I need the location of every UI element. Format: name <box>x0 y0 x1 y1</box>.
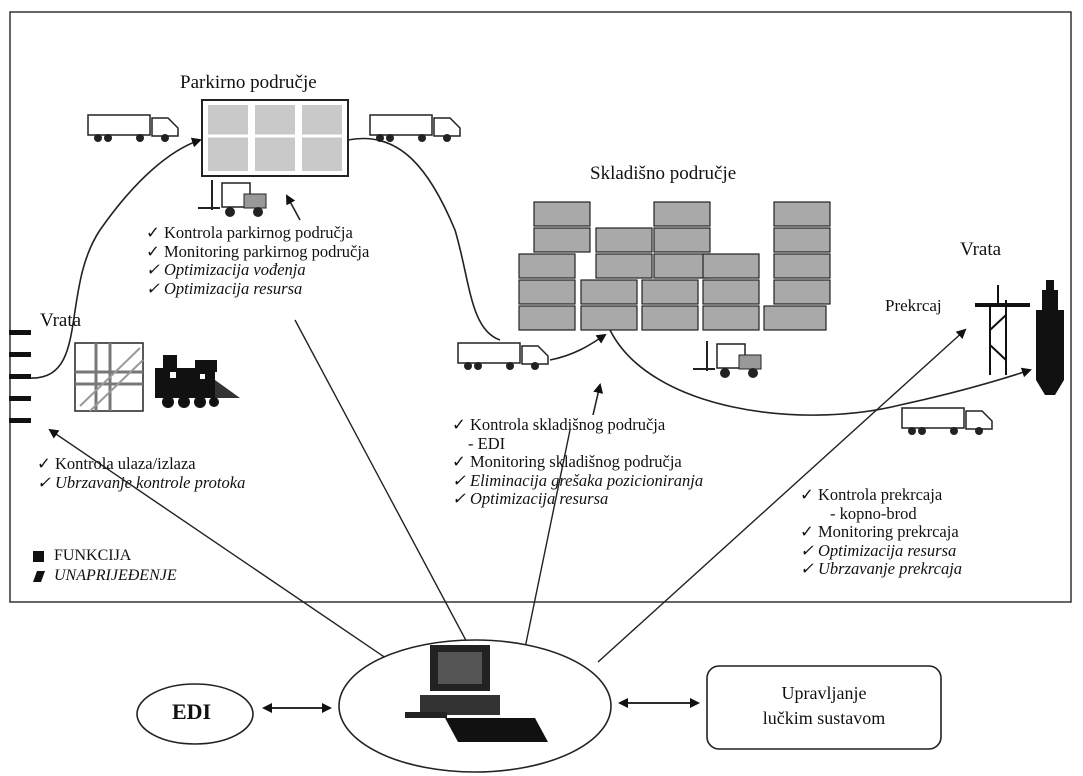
transshipment-item-1: ✓Optimizacija resursa <box>800 540 962 561</box>
storage-item-0: ✓Monitoring skladišnog područja <box>452 452 703 472</box>
storage-item-control: ✓Kontrola skladišnog područja <box>452 415 666 434</box>
arrow-storage-indicator <box>592 383 604 416</box>
locomotive-icon <box>155 355 240 408</box>
storage-item-text: Monitoring skladišnog područja <box>470 452 682 471</box>
link-storage-computer <box>524 429 571 649</box>
parking-item-1: ✓Monitoring parkirnog područja <box>146 241 370 262</box>
parking-item-text: Optimizacija resursa <box>164 278 303 298</box>
storage-item-1: ✓Eliminacija grešaka pozicioniranja <box>452 470 704 491</box>
legend-function-label: FUNKCIJA <box>54 547 132 564</box>
management-box <box>706 665 942 750</box>
gate-left-icon <box>9 330 31 423</box>
gate-item-text: Kontrola ulaza/izlaza <box>55 454 196 473</box>
storage-item-text: Optimizacija resursa <box>470 489 609 508</box>
transshipment-item-2: ✓Ubrzavanje prekrcaja <box>800 559 963 579</box>
storage-item-edi: - EDI <box>468 433 506 453</box>
edi-ellipse <box>136 683 254 745</box>
transshipment-item-text: Ubrzavanje prekrcaja <box>818 559 963 578</box>
truck-icon-3 <box>457 342 549 370</box>
gate-left-label: Vrata <box>40 310 82 331</box>
link-gate-computer <box>48 428 431 689</box>
forklift-icon-2 <box>693 341 762 378</box>
legend-improvement-swatch <box>33 571 45 582</box>
check-icon: ✓ <box>37 454 51 473</box>
arrow-parking-indicator <box>286 194 301 221</box>
storage-item-text: Eliminacija grešaka pozicioniranja <box>470 470 704 490</box>
crane-icon <box>975 285 1030 375</box>
parking-area-title: Parkirno područje <box>180 72 317 93</box>
management-label-line2: lučkim sustavom <box>762 708 886 728</box>
flow-storage-in <box>549 333 607 361</box>
transshipment-item-text: Monitoring prekrcaja <box>818 522 959 541</box>
check-icon: ✓ <box>452 470 466 490</box>
truck-icon-1 <box>87 114 179 142</box>
gate-item-text: Ubrzavanje kontrole protoka <box>55 472 246 492</box>
truck-icon-2 <box>369 114 461 142</box>
transshipment-item-0: ✓Monitoring prekrcaja <box>800 522 962 542</box>
check-icon: ✓ <box>37 472 51 492</box>
parking-item-2: ✓Optimizacija vođenja <box>146 260 369 280</box>
transshipment-item-text: Optimizacija resursa <box>818 540 957 560</box>
parking-item-text: Kontrola parkirnog područja <box>164 223 353 242</box>
parking-lot-icon <box>201 99 349 177</box>
storage-function-list: ✓Kontrola skladišnog područja - EDI ✓Mon… <box>452 415 704 509</box>
parking-item-3: ✓Optimizacija resursa <box>146 278 369 299</box>
gate-function-list: ✓Kontrola ulaza/izlaza✓Ubrzavanje kontro… <box>37 454 246 493</box>
check-icon: ✓ <box>146 241 160 261</box>
transshipment-function-list: ✓Kontrola prekrcaja - kopno-brod ✓Monito… <box>800 485 963 579</box>
parking-item-0: ✓Kontrola parkirnog područja <box>146 223 369 243</box>
management-label-line1: Upravljanje <box>781 683 867 703</box>
link-transshipment-computer <box>597 328 967 663</box>
check-icon: ✓ <box>452 452 466 471</box>
link-parking-computer <box>294 319 471 649</box>
edi-label: EDI <box>172 699 212 724</box>
legend-function-swatch <box>33 551 44 562</box>
road-junction-icon <box>74 342 144 412</box>
parking-item-text: Optimizacija vođenja <box>164 260 306 279</box>
gate-item-1: ✓Ubrzavanje kontrole protoka <box>37 472 246 493</box>
check-icon: ✓ <box>146 278 160 298</box>
port-frame <box>9 11 1072 603</box>
transshipment-label: Prekrcaj <box>885 296 942 315</box>
check-icon: ✓ <box>146 223 160 242</box>
gate-item-0: ✓Kontrola ulaza/izlaza <box>37 454 245 474</box>
storage-area-title: Skladišno područje <box>590 163 737 184</box>
container-stacks-icon <box>518 201 831 331</box>
parking-function-list: ✓Kontrola parkirnog područja✓Monitoring … <box>146 223 370 299</box>
flow-storage-to-ship <box>609 329 1032 416</box>
computer-icon <box>405 645 548 742</box>
forklift-icon-1 <box>198 180 267 217</box>
transshipment-item-land-ship: - kopno-brod <box>830 503 917 523</box>
check-icon: ✓ <box>800 559 814 578</box>
storage-item-2: ✓Optimizacija resursa <box>452 489 703 509</box>
check-icon: ✓ <box>800 522 814 541</box>
truck-icon-4 <box>901 407 993 435</box>
flow-parking-to-storage <box>347 137 501 341</box>
parking-item-text: Monitoring parkirnog područja <box>164 241 370 261</box>
gate-right-label: Vrata <box>960 239 1002 260</box>
transshipment-item-control: ✓Kontrola prekrcaja <box>800 485 943 504</box>
flow-gate-to-parking <box>29 137 202 379</box>
check-icon: ✓ <box>146 260 160 279</box>
check-icon: ✓ <box>800 540 814 560</box>
ship-icon <box>1036 280 1064 395</box>
check-icon: ✓ <box>452 489 466 508</box>
legend-improvement-label: UNAPRIJEĐENJE <box>54 567 177 584</box>
